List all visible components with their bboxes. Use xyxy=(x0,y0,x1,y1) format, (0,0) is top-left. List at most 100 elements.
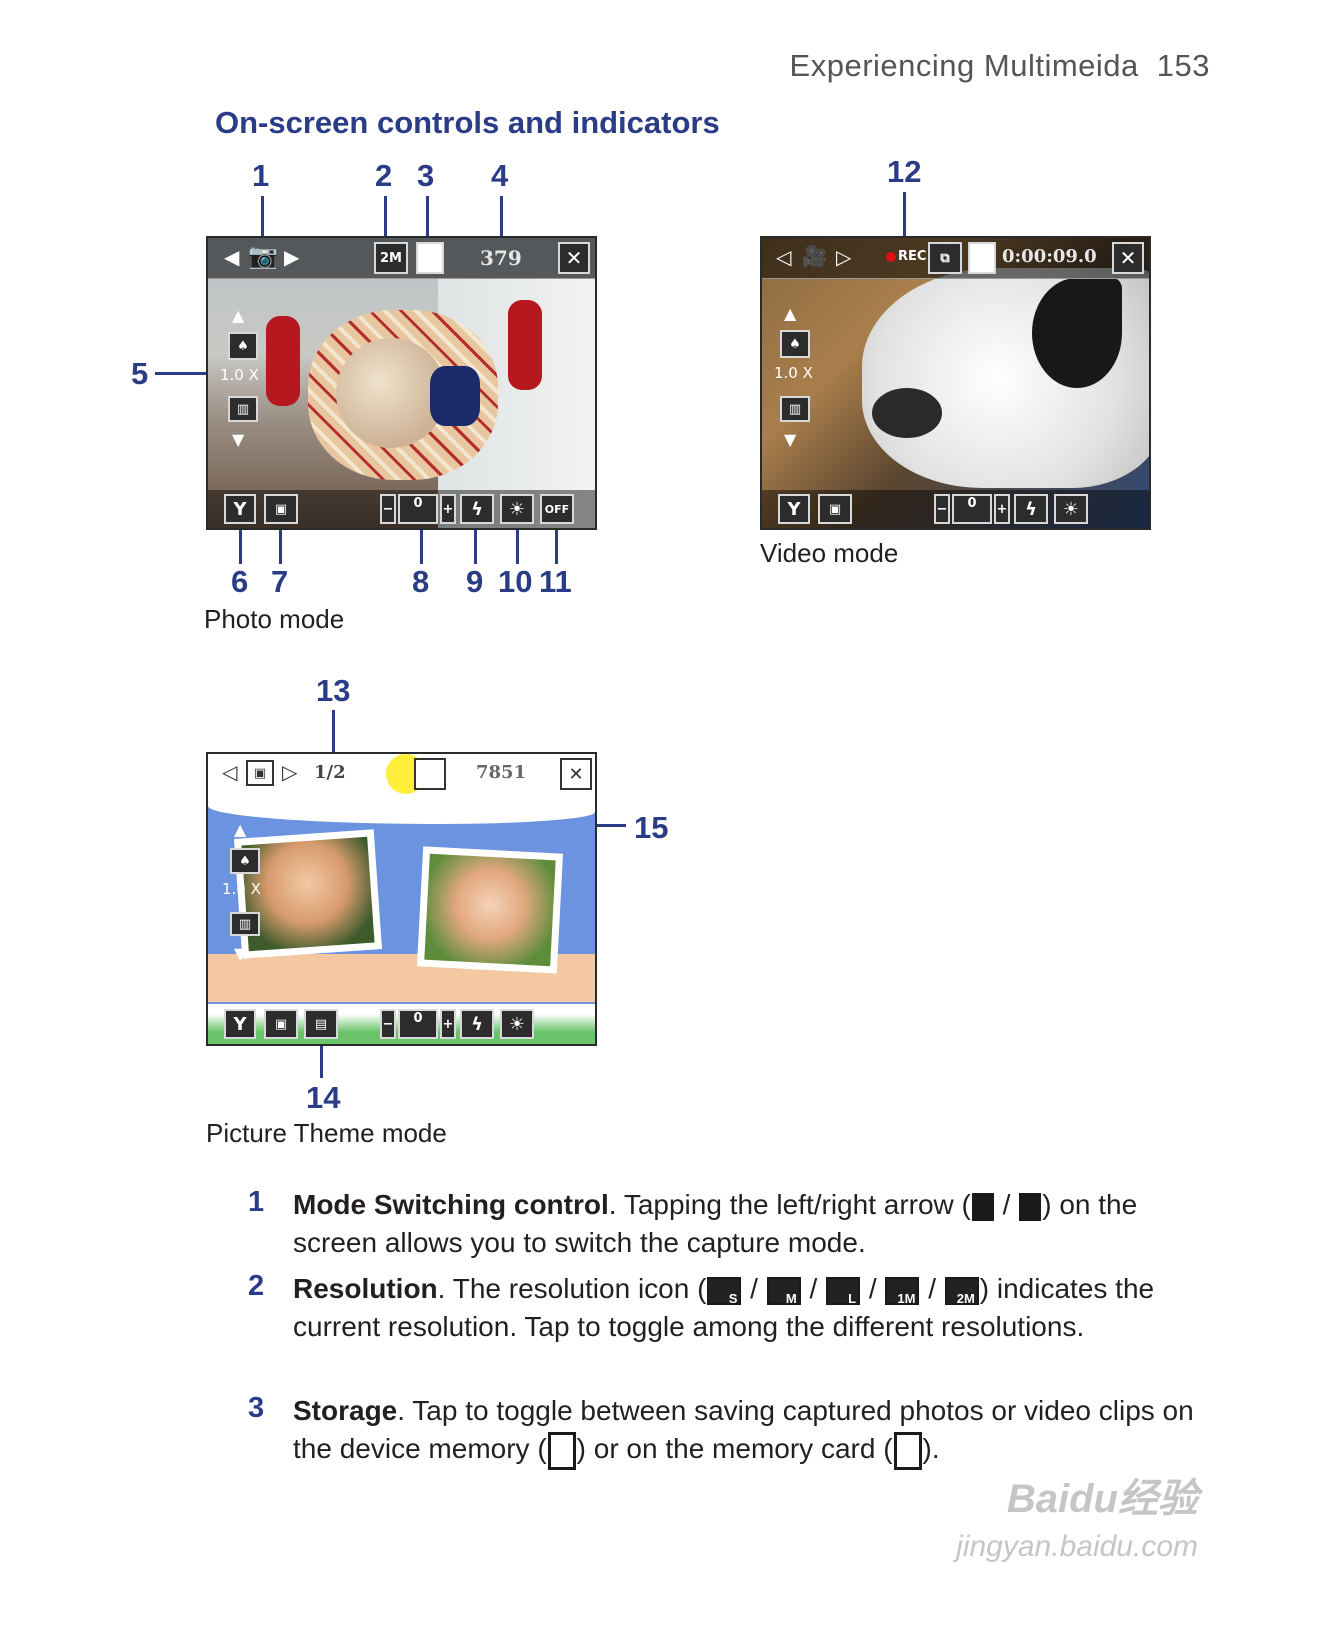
callout-13: 13 xyxy=(316,673,351,708)
list-item-text: Storage. Tap to toggle between saving ca… xyxy=(293,1392,1223,1470)
list-item-term: Storage xyxy=(293,1395,398,1426)
photo-top-bar: ◀ 📷 ▶ 2M 379 ✕ xyxy=(208,238,595,279)
list-item-number: 2 xyxy=(248,1270,265,1302)
brightness-icon[interactable]: ☀ xyxy=(500,1009,534,1039)
mode-right-arrow-icon[interactable]: ▷ xyxy=(282,760,298,784)
watermark-url: jingyan.baidu.com xyxy=(956,1530,1198,1563)
menu-icon[interactable]: ▣ xyxy=(264,494,298,524)
zoom-wide-icon[interactable]: ▥ xyxy=(230,912,260,936)
list-item-number: 1 xyxy=(248,1186,265,1218)
resolution-s-icon: S xyxy=(707,1276,742,1306)
leader-line xyxy=(239,526,242,564)
zoom-up-icon[interactable]: ▲ xyxy=(232,306,245,325)
zoom-up-icon[interactable]: ▲ xyxy=(784,304,797,323)
callout-1: 1 xyxy=(252,158,270,193)
callout-5: 5 xyxy=(131,356,149,391)
menu-icon[interactable]: ▣ xyxy=(264,1009,298,1039)
rec-dot-icon xyxy=(886,252,896,262)
list-item-body: . Tapping the left/right arrow ( xyxy=(608,1189,971,1220)
theme-bottom-bar: Y ▣ ▤ − 0 + ϟ ☀ xyxy=(208,1004,595,1044)
flash-icon[interactable]: ϟ xyxy=(1014,494,1048,524)
theme-top-bar: ◁ ▣ ▷ 1/2 7851 ✕ xyxy=(208,754,595,795)
storage-icon[interactable] xyxy=(968,242,996,274)
resolution-button[interactable]: 2M xyxy=(374,242,408,274)
mode-left-arrow-icon[interactable]: ◀ xyxy=(224,245,240,269)
zoom-down-icon[interactable]: ▼ xyxy=(232,430,245,449)
settings-icon[interactable]: Y xyxy=(224,1009,256,1039)
close-icon[interactable]: ✕ xyxy=(560,758,592,790)
callout-10: 10 xyxy=(498,564,533,599)
zoom-wide-icon[interactable]: ▥ xyxy=(228,396,258,422)
list-item-text: Resolution. The resolution icon (S / M /… xyxy=(293,1273,1155,1342)
zoom-down-icon[interactable]: ▼ xyxy=(234,944,247,963)
storage-icon[interactable] xyxy=(414,758,446,790)
zoom-tele-icon[interactable]: ♠ xyxy=(230,848,260,874)
device-memory-icon xyxy=(547,1431,576,1470)
mode-left-arrow-icon[interactable]: ◁ xyxy=(776,245,792,269)
settings-icon[interactable]: Y xyxy=(224,494,256,524)
frame-count: 1/2 xyxy=(314,762,346,783)
zoom-down-icon[interactable]: ▼ xyxy=(784,430,797,449)
flash-icon[interactable]: ϟ xyxy=(460,494,494,524)
video-top-bar: ◁ 🎥 ▷ REC ⧉ 0:00:09.0 ✕ xyxy=(762,238,1149,279)
resolution-m-icon: M xyxy=(766,1276,801,1306)
zoom-tele-icon[interactable]: ♠ xyxy=(780,330,810,358)
close-icon[interactable]: ✕ xyxy=(558,242,590,274)
callout-15: 15 xyxy=(634,810,669,845)
exposure-slider[interactable]: 0 xyxy=(398,1009,438,1039)
callout-12: 12 xyxy=(887,154,922,189)
leader-line xyxy=(279,526,282,564)
dog-ear xyxy=(1032,278,1122,388)
list-item-text: Mode Switching control. Tapping the left… xyxy=(293,1189,1138,1258)
flash-icon[interactable]: ϟ xyxy=(460,1009,494,1039)
brightness-icon[interactable]: ☀ xyxy=(1054,494,1088,524)
list-item-body: . The resolution icon ( xyxy=(437,1273,707,1304)
video-bottom-bar: Y ▣ − 0 + ϟ ☀ xyxy=(762,490,1149,528)
list-item-body: . Tap to toggle between saving captured … xyxy=(293,1395,1194,1464)
zoom-wide-icon[interactable]: ▥ xyxy=(780,396,810,422)
red-cushion-left xyxy=(266,316,300,406)
list-item-body: ) or on the memory card ( xyxy=(576,1433,893,1464)
exposure-minus-button[interactable]: − xyxy=(380,1009,396,1039)
brightness-icon[interactable]: ☀ xyxy=(500,494,534,524)
menu-icon[interactable]: ▣ xyxy=(818,494,852,524)
camera-icon[interactable]: 📷 xyxy=(248,242,278,270)
callout-6: 6 xyxy=(231,564,249,599)
mode-left-arrow-icon[interactable]: ◁ xyxy=(222,760,238,784)
page-number: 153 xyxy=(1156,48,1210,83)
zoom-tele-icon[interactable]: ♠ xyxy=(228,332,258,360)
callout-8: 8 xyxy=(412,564,430,599)
timer-icon[interactable]: OFF xyxy=(540,494,574,524)
resolution-l-icon: L xyxy=(826,1276,861,1306)
callout-2: 2 xyxy=(375,158,393,193)
leader-line xyxy=(332,710,335,752)
exposure-minus-button[interactable]: − xyxy=(380,494,396,524)
photo-bottom-bar: Y ▣ − 0 + ϟ ☀ OFF xyxy=(208,490,595,528)
photo-mode-screen: ◀ 📷 ▶ 2M 379 ✕ ▲ ♠ 1.0 X ▥ ▼ Y ▣ − 0 + ϟ… xyxy=(206,236,597,530)
exposure-plus-button[interactable]: + xyxy=(440,1009,456,1039)
leader-line xyxy=(903,192,906,236)
left-arrow-icon xyxy=(971,1192,994,1221)
video-camera-icon[interactable]: 🎥 xyxy=(802,244,827,268)
settings-icon[interactable]: Y xyxy=(778,494,810,524)
callout-11: 11 xyxy=(539,564,572,599)
theme-template-icon[interactable]: ▤ xyxy=(304,1009,338,1039)
exposure-slider[interactable]: 0 xyxy=(952,494,992,524)
mode-right-arrow-icon[interactable]: ▷ xyxy=(836,245,852,269)
close-icon[interactable]: ✕ xyxy=(1112,242,1144,274)
exposure-slider[interactable]: 0 xyxy=(398,494,438,524)
storage-icon[interactable] xyxy=(416,242,444,274)
resolution-button[interactable]: ⧉ xyxy=(928,242,962,274)
shots-remaining: 7851 xyxy=(476,762,527,783)
picture-theme-icon[interactable]: ▣ xyxy=(246,760,274,786)
callout-7: 7 xyxy=(271,564,289,599)
watermark-brand: Baidu经验 xyxy=(1006,1477,1198,1521)
zoom-up-icon[interactable]: ▲ xyxy=(234,820,247,839)
exposure-minus-button[interactable]: − xyxy=(934,494,950,524)
exposure-plus-button[interactable]: + xyxy=(994,494,1010,524)
video-mode-caption: Video mode xyxy=(760,538,899,568)
exposure-plus-button[interactable]: + xyxy=(440,494,456,524)
right-arrow-icon xyxy=(1019,1192,1042,1221)
resolution-1m-icon: 1M xyxy=(885,1276,920,1306)
mode-right-arrow-icon[interactable]: ▶ xyxy=(284,245,300,269)
